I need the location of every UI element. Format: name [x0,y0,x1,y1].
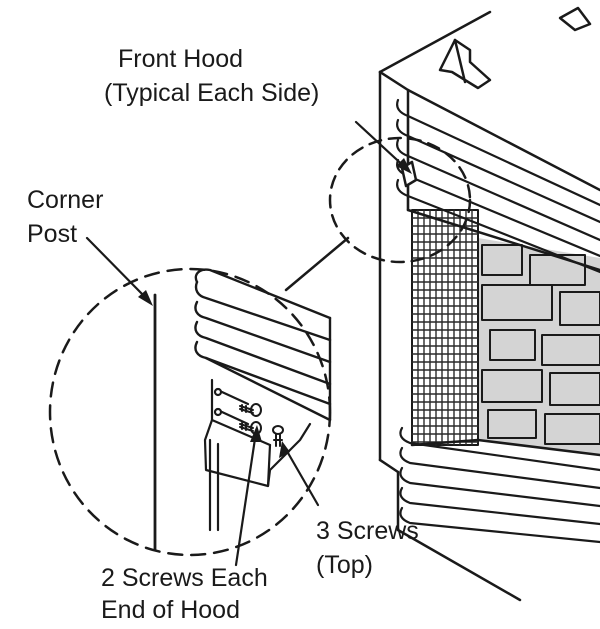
detail-connector [284,236,350,292]
mesh-screen [411,209,479,446]
label-corner-post-line2: Post [27,220,78,248]
leader-lines [85,120,410,567]
leader-corner-post [85,236,150,302]
leader-three-screws [282,444,320,507]
detail-circle-large [48,267,332,557]
screw-top [272,425,284,447]
detail-circle-small [328,136,472,264]
label-two-screws-line1: 2 Screws Each [101,564,268,592]
top-hood-louvers [396,98,600,274]
screws [239,403,284,447]
top-bracket [438,6,592,90]
label-two-screws-line2: End of Hood [101,596,240,624]
arrow-front-hood [396,158,412,174]
detail-bracket [203,378,312,532]
label-corner-post-line1: Corner [27,186,104,214]
arrowheads [138,158,412,458]
bottom-louvers [399,426,600,544]
arrow-corner-post [138,290,153,306]
label-front-hood-line1: Front Hood [118,45,244,73]
screw-upper [239,403,262,417]
detail-hood [194,268,332,422]
arrow-three-screws [279,441,290,458]
label-three-screws-line2: (Top) [316,551,373,579]
leader-two-screws [234,430,258,567]
arrow-two-screws [250,425,262,442]
label-front-hood-line2: (Typical Each Side) [104,79,320,107]
label-three-screws-line1: 3 Screws [316,517,419,545]
leader-front-hood [354,120,410,172]
brick-wall [478,238,600,455]
